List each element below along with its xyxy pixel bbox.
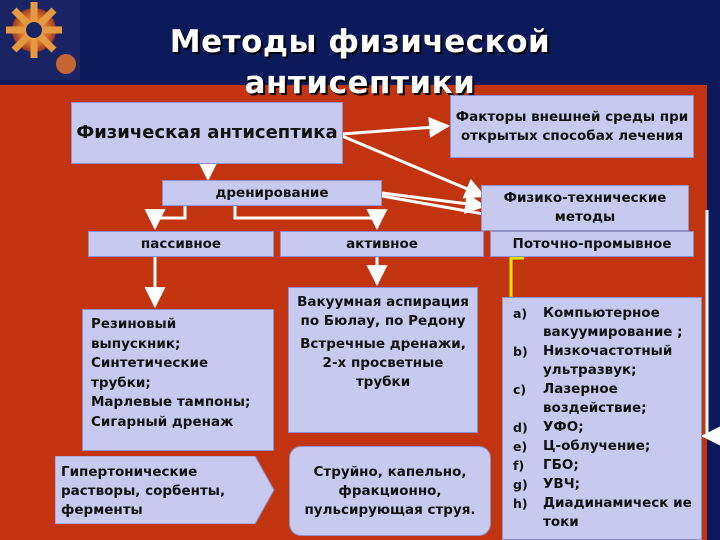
method-item: e)Ц-облучение; (513, 438, 651, 454)
arrow-edge-methods (700, 210, 720, 447)
passive-item: Синтетические трубки; (91, 355, 209, 391)
root-box: Физическая антисептика (71, 102, 343, 164)
active-text-vacuum: Вакуумная аспирация по Бюлау, по Редону (297, 294, 469, 329)
hyper-text: Гипертонические растворы, сорбенты, ферм… (61, 464, 226, 518)
factors-box: Факторы внешней среды при открытых спосо… (450, 95, 694, 158)
method-item: g)УВЧ; (513, 476, 581, 492)
jet-box: Струйно, капельно, фракционно, пульсирую… (289, 446, 491, 536)
passive-text: пассивное (140, 236, 222, 252)
hyper-arrow-shape (55, 456, 275, 524)
slide-title: Методы физической антисептики (169, 24, 551, 101)
gear-icon (0, 0, 80, 80)
passive-box: пассивное (88, 231, 274, 257)
flow-text: Поточно-промывное (512, 236, 672, 252)
arrow-drain-physicotech (381, 191, 487, 215)
method-item: b)Низкочастотный ультразвук; (513, 343, 673, 378)
active-text: активное (346, 236, 418, 252)
root-text: Физическая антисептика (76, 122, 338, 143)
drain-text: дренирование (215, 185, 329, 201)
arrow-drain-passive (144, 206, 187, 231)
factors-text: Факторы внешней среды при открытых спосо… (455, 108, 689, 144)
jet-text: Струйно, капельно, фракционно, пульсирую… (304, 463, 476, 518)
passive-item: Сигарный дренаж (91, 413, 234, 430)
active-list-box: Вакуумная аспирация по Бюлау, по Редону … (288, 287, 478, 433)
method-item: d)УФО; (513, 419, 584, 435)
methods-list: a)Компьютерное вакуумирование ; b)Низкоч… (509, 304, 697, 532)
arrow-root-factors (341, 116, 451, 138)
flow-box: Поточно-промывное (490, 231, 694, 257)
hyper-arrow-box: Гипертонические растворы, сорбенты, ферм… (55, 456, 275, 524)
passive-item: Резиновый выпускник; (91, 316, 181, 352)
active-text-counter: Встречные дренажи, 2-х просветные трубки (300, 336, 466, 390)
passive-item: Марлевые тампоны; (91, 394, 251, 410)
physicotech-box: Физико-технические методы (481, 185, 689, 231)
drain-box: дренирование (162, 180, 382, 206)
passive-list-box: Резиновый выпускник; Синтетические трубк… (82, 309, 274, 451)
active-box: активное (280, 231, 484, 257)
arrow-root-physicotech (341, 134, 486, 199)
method-item: h)Диадинамическ ие токи (513, 495, 692, 530)
method-item: c)Лазерное воздействие; (513, 381, 647, 416)
method-item: a)Компьютерное вакуумирование ; (513, 305, 683, 340)
methods-box: a)Компьютерное вакуумирование ; b)Низкоч… (502, 297, 702, 540)
arrow-drain-active (233, 206, 388, 231)
method-item: f)ГБО; (513, 457, 579, 473)
physicotech-text: Физико-технические методы (503, 190, 667, 225)
